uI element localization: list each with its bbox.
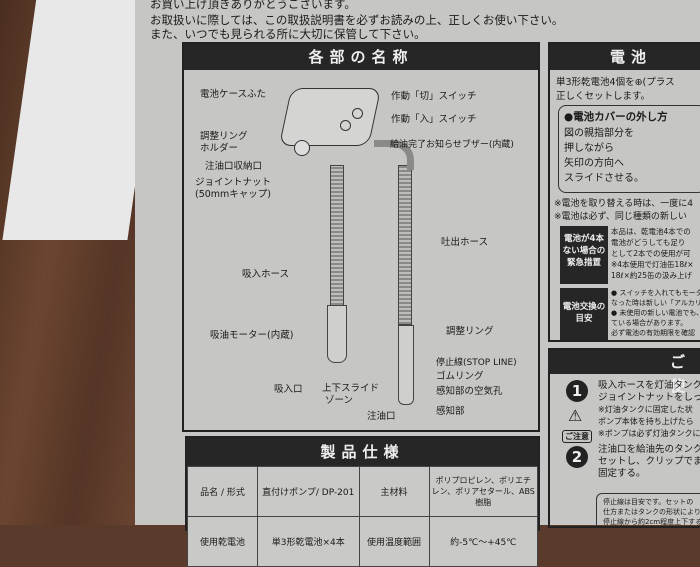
step-1-note: ※灯油タンクに固定した状 (598, 405, 693, 414)
table-cell: 単3形乾電池×4本 (257, 516, 360, 567)
replacement-text: ● スイッチを入れてもモータ (611, 289, 700, 297)
replacement-text: ● 未使用の新しい電池でも、 (611, 309, 700, 317)
note-text: 停止線は目安です。セットの (603, 498, 694, 506)
cover-step: 図の親指部分を (564, 128, 634, 139)
step-2-text: セットし、クリップでまっ (598, 456, 700, 467)
parts-title: 各部の名称 (184, 44, 538, 70)
battery-text: 正しくセットします。 (556, 91, 651, 102)
label-ring: 調整リング (446, 326, 494, 337)
step-2-badge: 2 (566, 446, 588, 468)
warning-icon: ⚠ (568, 406, 583, 425)
table-cell: 約-5℃～+45℃ (428, 516, 538, 567)
label-inlet: 吸入口 (274, 384, 303, 395)
cover-step: 矢印の方向へ (564, 158, 624, 169)
label-rubber-ring: ゴムリング (436, 371, 484, 382)
usage-panel: ご使 1 ⚠ ご注意 2 吸入ホースを灯油タンクに ジョイントナットをしっか ※… (548, 348, 700, 528)
label-slide-zone: 上下スライド (322, 383, 380, 394)
intro-line: また、いつでも見られる所に大切に保管して下さい。 (150, 27, 426, 41)
spec-title: 製品仕様 (187, 438, 538, 466)
cover-step: 押しながら (564, 143, 614, 154)
replacement-box: 電池交換の目安 ● スイッチを入れてもモータ なった時は新しい「アルカリ ● 未… (560, 288, 700, 340)
table-row: 使用乾電池 単3形乾電池×4本 使用温度範囲 約-5℃～+45℃ (187, 516, 538, 567)
replacement-text: 必ず電池の有効期限を確認 (611, 329, 695, 337)
label-cover: 電池ケースふた (200, 89, 267, 100)
step-2-text: 注油口を給油先のタンク (598, 444, 700, 455)
step-1-note: ※ポンプは必ず灯油タンクに (598, 429, 700, 438)
caution-badge: ご注意 (562, 430, 592, 443)
label-on-switch: 作動「入」スイッチ (391, 114, 477, 125)
emergency-label: 電池が4本ない場合の緊急措置 (560, 226, 608, 284)
step-1-text: 吸入ホースを灯油タンクに (598, 380, 700, 391)
step-1-note: ポンプ本体を持ち上げたら (598, 417, 694, 426)
table-cell: ポリプロピレン、ポリエチレン、ポリアセタール、ABS樹脂 (428, 466, 538, 517)
table-cell: 使用温度範囲 (358, 516, 430, 567)
off-switch-icon (352, 108, 363, 119)
spec-table: 品名 / 形式 直付けポンプ/ DP-201 主材料 ポリプロピレン、ポリエチレ… (187, 466, 538, 567)
table-cell: 直付けポンプ/ DP-201 (257, 466, 360, 517)
discharge-hose (398, 165, 412, 325)
label-off-switch: 作動「切」スイッチ (391, 91, 477, 102)
label-air-hole: 感知部の空気孔 (436, 386, 503, 397)
label-sensor: 感知部 (436, 406, 465, 417)
intake-motor (327, 305, 347, 363)
replacement-label: 電池交換の目安 (560, 288, 608, 340)
on-switch-icon (340, 120, 351, 131)
replacement-text: なった時は新しい「アルカリ (611, 299, 700, 307)
ring-holder-icon (294, 140, 310, 156)
pump-body (278, 88, 382, 146)
intro-line: お取扱いに際しては、この取扱説明書を必ずお読みの上、正しくお使い下さい。 (150, 13, 564, 27)
usage-title: ご使 (550, 350, 700, 395)
step-1-badge: 1 (566, 380, 588, 402)
emergency-text: 電池がどうしても足り (611, 238, 686, 247)
label-intake-hose: 吸入ホース (242, 269, 290, 280)
step-1-text: ジョイントナットをしっか (598, 392, 700, 403)
emergency-text: 18ℓ×約25缶の汲み上げ (611, 271, 692, 280)
hose-bend (374, 140, 414, 170)
table-cell: 品名 / 形式 (187, 466, 258, 517)
battery-title: 電池 (550, 44, 700, 70)
label-joint-nut: ジョイントナット (195, 177, 272, 188)
stop-line-note: 停止線は目安です。セットの 仕方またはタンクの形状により 停止線から約2cm程度… (596, 493, 700, 526)
note-text: 仕方またはタンクの形状により (603, 508, 700, 516)
emergency-text: 本品は、乾電池4本での (611, 227, 691, 236)
label-discharge-hose: 吐出ホース (441, 237, 489, 248)
battery-panel: 電池 単3形乾電池4個を⊕(プラス 正しくセットします。 ●電池カバーの外し方 … (548, 42, 700, 342)
label-buzzer: 給油完了お知らせブザー(内蔵) (390, 140, 514, 150)
label-motor: 吸油モーター(内蔵) (210, 330, 294, 341)
note-text: 停止線から約2cm程度上下する (603, 518, 700, 526)
label-stop-line: 停止線(STOP LINE) (436, 358, 517, 368)
cover-removal-title: ●電池カバーの外し方 (564, 111, 668, 123)
label-joint-nut-cap: (50mmキャップ) (195, 189, 272, 200)
label-outlet: 注油口 (367, 411, 396, 422)
cover-step: スライドさせる。 (564, 173, 644, 184)
label-slide-zone-2: ゾーン (325, 395, 354, 406)
intro-line: お買い上げ頂きありがとうございます。 (150, 0, 356, 11)
emergency-text: として2本での使用が可 (611, 249, 691, 258)
label-ring-holder: 調整リング (200, 131, 248, 142)
spec-panel: 製品仕様 品名 / 形式 直付けポンプ/ DP-201 主材料 ポリプロピレン、… (185, 436, 540, 567)
step-2-text: 固定する。 (598, 468, 646, 479)
battery-note: ※電池を取り替える時は、一度に4 (554, 199, 693, 209)
intake-hose (330, 165, 344, 310)
battery-note: ※電池は必ず、同じ種類の新しい (554, 212, 687, 222)
emergency-text: ※4本使用で灯油缶18ℓ× (611, 260, 694, 269)
cover-removal-box: ●電池カバーの外し方 図の親指部分を 押しながら 矢印の方向へ スライドさせる。 (558, 105, 700, 193)
battery-text: 単3形乾電池4個を⊕(プラス (556, 77, 675, 88)
nozzle (398, 325, 414, 405)
label-ring-holder-2: ホルダー (200, 143, 239, 154)
parts-panel: 各部の名称 (182, 42, 540, 432)
emergency-box: 電池が4本ない場合の緊急措置 本品は、乾電池4本での 電池がどうしても足り とし… (560, 226, 700, 284)
table-row: 品名 / 形式 直付けポンプ/ DP-201 主材料 ポリプロピレン、ポリエチレ… (187, 466, 538, 517)
table-cell: 主材料 (358, 466, 430, 517)
label-storage: 注油口収納口 (205, 161, 263, 172)
replacement-text: ている場合があります。 (611, 319, 688, 327)
table-cell: 使用乾電池 (187, 516, 258, 567)
